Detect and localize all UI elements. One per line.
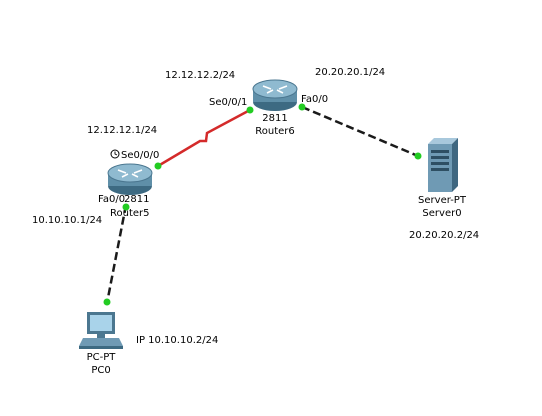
- serial-link-r5-r6[interactable]: [157, 108, 251, 168]
- link-status-dot: [298, 103, 306, 111]
- link-status-dot: [122, 203, 130, 211]
- server-icon[interactable]: [428, 138, 458, 192]
- ethernet-link-r5-pc0[interactable]: [105, 204, 128, 304]
- router-icon[interactable]: [252, 79, 298, 111]
- link-status-dot: [414, 152, 422, 160]
- pc0-model-label: PC-PT: [86, 352, 116, 363]
- server0-ip-label: 20.20.20.2/24: [409, 230, 480, 241]
- router5-fa-interface: Fa0/0: [98, 194, 126, 205]
- pc0-name-label[interactable]: PC0: [91, 365, 111, 376]
- router5-se-interface: Se0/0/0: [121, 150, 160, 161]
- pc0-ip-label: IP 10.10.10.2/24: [136, 335, 219, 346]
- link-status-dot: [103, 298, 111, 306]
- router5-fa-ip-label: 10.10.10.1/24: [32, 215, 103, 226]
- router6-name-label[interactable]: Router6: [255, 126, 295, 137]
- router6-se-interface: Se0/0/1: [209, 97, 248, 108]
- link-status-dot: [246, 106, 254, 114]
- clock-icon: [110, 149, 120, 159]
- server0-name-label[interactable]: Server0: [422, 208, 462, 219]
- ethernet-link-r6-server0[interactable]: [301, 105, 419, 158]
- router-icon[interactable]: [107, 163, 153, 195]
- router6-model-label: 2811: [262, 113, 288, 124]
- router6-fa-ip-label: 20.20.20.1/24: [315, 67, 386, 78]
- router5-name-label[interactable]: Router5: [110, 208, 150, 219]
- pc-icon[interactable]: [79, 312, 123, 349]
- router6-se-ip-label: 12.12.12.2/24: [165, 70, 236, 81]
- router5-se-ip-label: 12.12.12.1/24: [87, 125, 158, 136]
- router6-fa-interface: Fa0/0: [301, 94, 329, 105]
- link-status-dot: [154, 162, 162, 170]
- router5-model-label: 2811: [124, 194, 150, 205]
- server0-model-label: Server-PT: [418, 195, 466, 206]
